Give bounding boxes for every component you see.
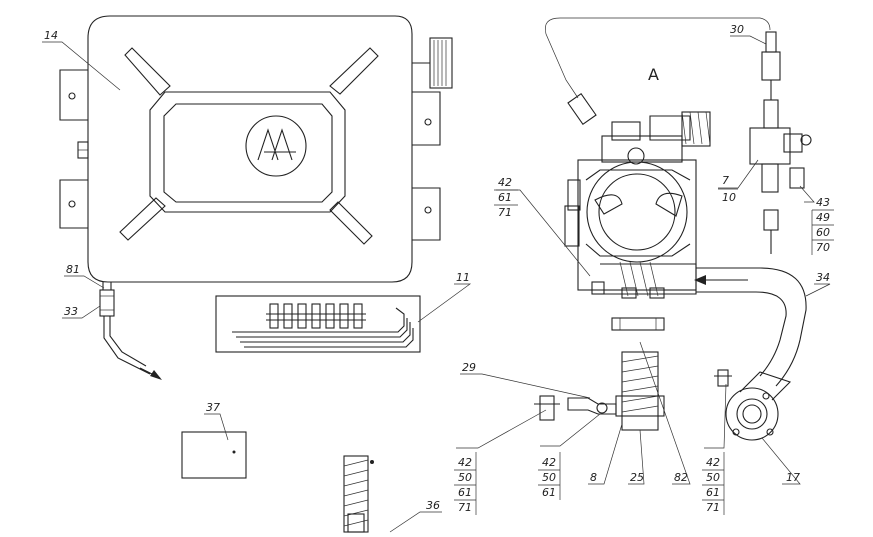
stack-3-item: 42 [458,456,472,469]
stack-5-item: 61 [706,486,720,499]
stack-1-item: 61 [498,191,512,204]
callout-36: 36 [426,499,440,512]
callout-8: 8 [590,471,597,484]
callout-37: 37 [206,401,220,414]
callout-stack-1: 42 61 71 [494,176,518,219]
stack-5-item: 71 [706,501,720,514]
view-label: A [648,65,659,84]
callout-34: 34 [816,271,830,284]
callout-10: 10 [722,191,736,204]
outlet-pipe-assembly [99,282,162,380]
callout-29: 29 [462,361,476,374]
callout-14: 14 [44,29,58,42]
nameplate-label [181,431,247,479]
callout-stack-2: 43 49 60 70 [811,196,834,255]
callout-30: 30 [730,23,744,36]
stack-4-item: 42 [542,456,556,469]
stack-2-item: 43 [816,196,830,209]
callout-11: 11 [456,271,470,284]
bolt-set [266,303,366,329]
callout-17: 17 [786,471,800,484]
stack-4-item: 61 [542,486,556,499]
stack-2-item: 70 [816,241,830,254]
callout-stack-4: 42 50 61 [538,452,561,500]
callout-81: 81 [66,263,80,276]
stack-4-item: 50 [542,471,556,484]
stack-5-item: 42 [706,456,720,469]
stack-3-item: 71 [458,501,472,514]
callout-25: 25 [630,471,644,484]
stack-3-item: 50 [458,471,472,484]
callout-82: 82 [674,471,688,484]
callout-stack-5: 42 50 61 71 [702,452,725,515]
callout-7: 7 [722,174,729,187]
stack-2-item: 49 [816,211,830,224]
stack-5-item: 50 [706,471,720,484]
tool-kit-bag [215,295,421,353]
stack-3-item: 61 [458,486,472,499]
heater-housing [59,15,453,283]
hex-keys [232,307,414,348]
stack-2-item: 60 [816,226,830,239]
spring-hose [343,455,374,533]
callout-stack-3: 42 50 61 71 [454,452,477,515]
callout-33: 33 [64,305,78,318]
stack-1-item: 71 [498,206,512,219]
heater-unit [534,17,812,441]
stack-1-item: 42 [498,176,512,189]
